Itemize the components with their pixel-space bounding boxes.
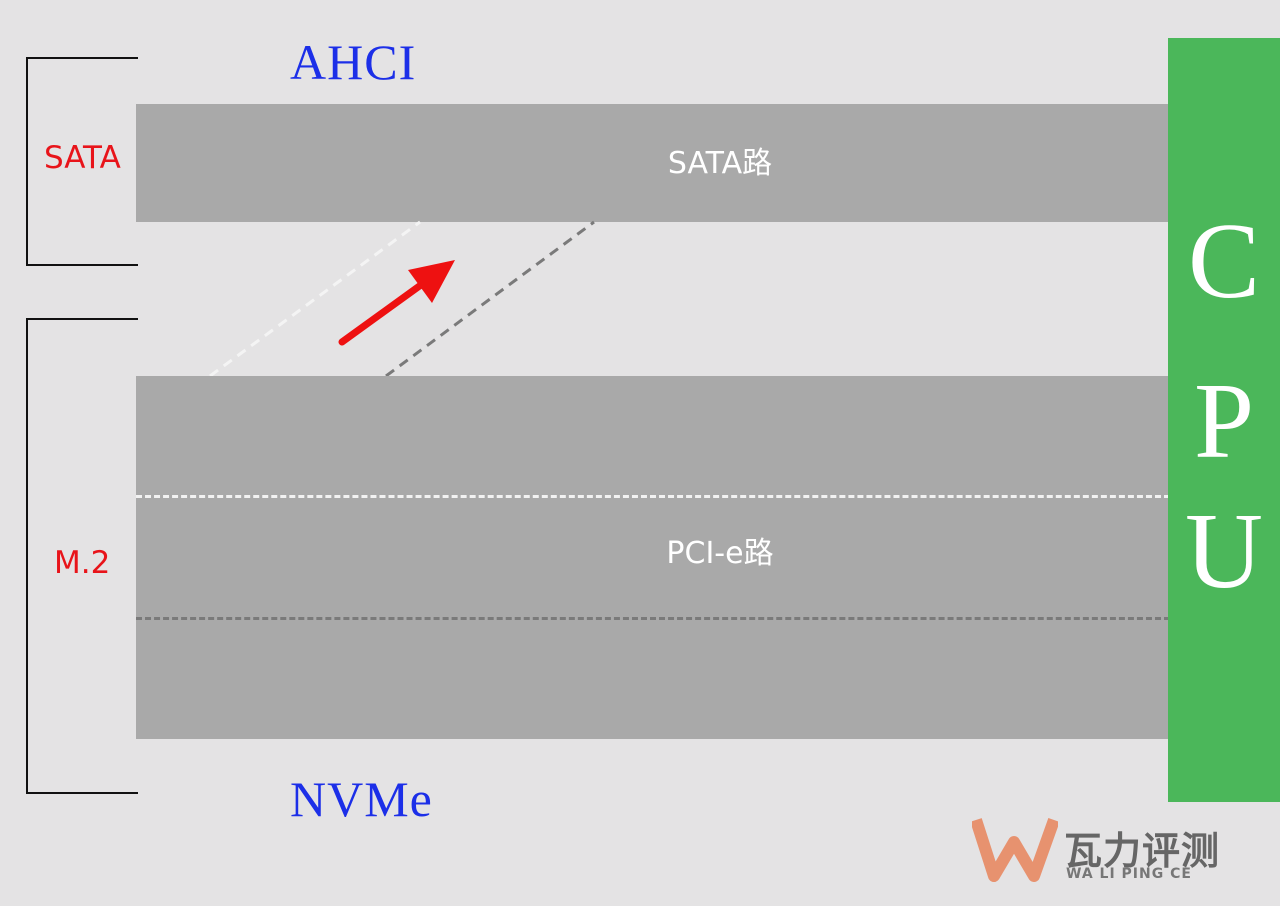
protocol-label-nvme: NVMe — [290, 771, 433, 827]
interface-label-m2: M.2 — [54, 545, 111, 581]
pcie-road: PCI-e路 — [136, 376, 1170, 739]
cpu-letter-u: U — [1185, 492, 1263, 611]
cpu-letter-c: C — [1187, 202, 1261, 321]
cpu-block: C P U — [1168, 38, 1280, 802]
red-arrow-up-right-icon — [338, 260, 455, 346]
cpu-letter-p: P — [1193, 362, 1255, 481]
sata-bracket — [26, 57, 138, 266]
pcie-lane-divider-lower — [136, 617, 1170, 620]
pcie-lane-divider-upper — [136, 495, 1170, 498]
logo-title: 瓦力评测 — [1064, 829, 1221, 873]
ramp-dashed-line-right — [385, 220, 595, 378]
interface-label-sata: SATA — [44, 140, 121, 176]
pcie-road-label: PCI-e路 — [666, 536, 774, 571]
w-logo-icon — [972, 817, 1058, 882]
ramp-dashed-line-left — [209, 220, 421, 378]
m2-bracket — [26, 318, 138, 794]
sata-road: SATA路 — [136, 104, 1170, 222]
protocol-label-ahci: AHCI — [290, 34, 417, 90]
brand-logo: 瓦力评测 WA LI PING CE — [972, 816, 1242, 886]
logo-subtitle: WA LI PING CE — [1066, 866, 1192, 882]
sata-road-label: SATA路 — [667, 146, 773, 181]
